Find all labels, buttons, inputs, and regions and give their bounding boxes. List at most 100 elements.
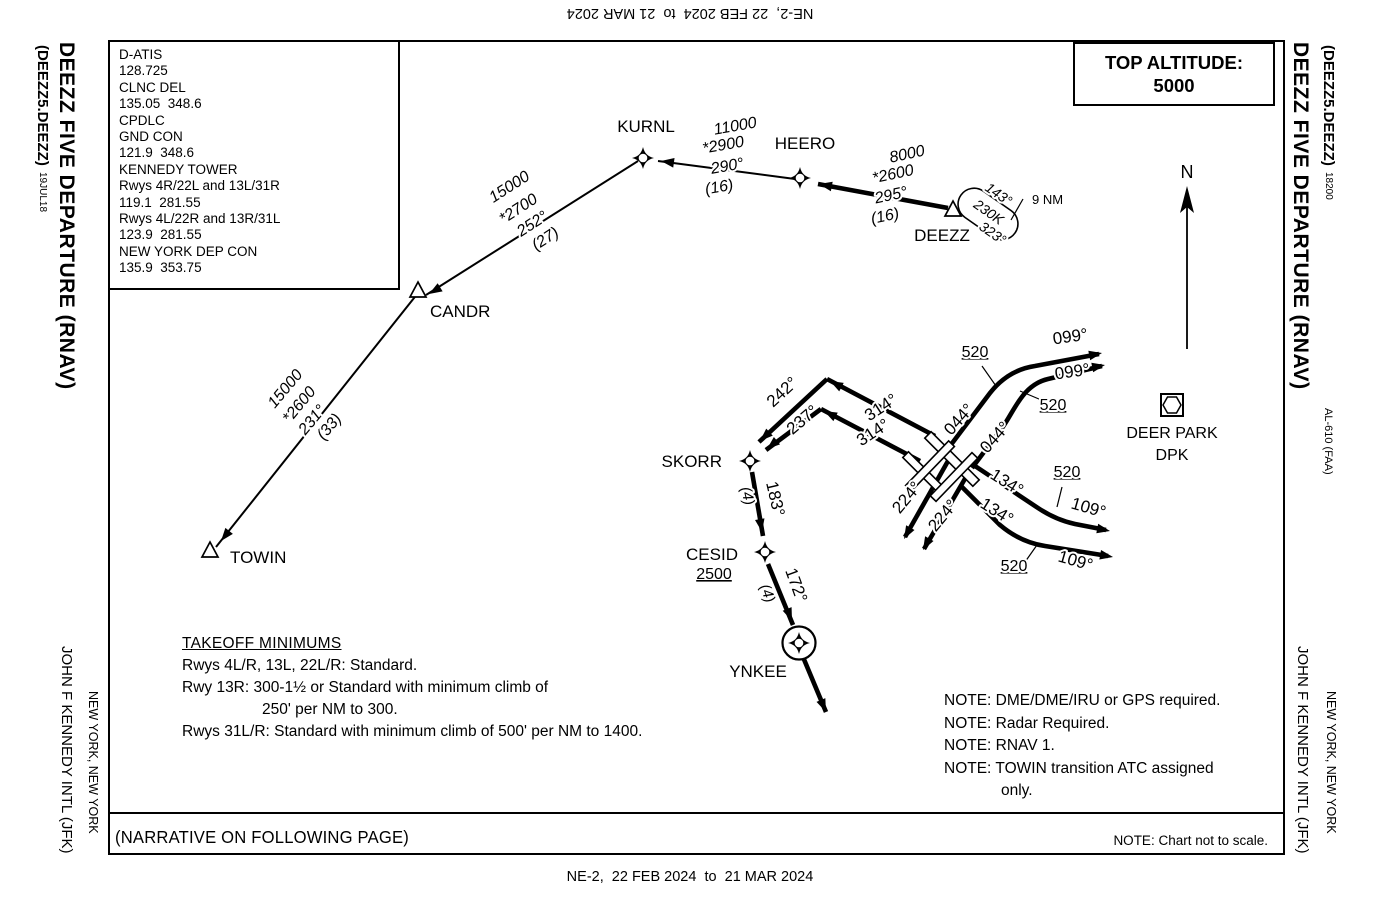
left-procedure-code: (DEEZZ5.DEEZZ) [34,45,51,166]
not-to-scale-note: NOTE: Chart not to scale. [1113,833,1268,848]
hold-leg-length: 9 NM [1032,192,1063,207]
kurnl-leg-alt-min: *2900 [701,134,745,158]
heading-224-2: 224° [924,496,961,535]
comm-line: 119.1 281.55 [119,194,201,210]
comm-line: KENNEDY TOWER [119,161,238,177]
fix-label-ynkee: YNKEE [729,662,787,681]
arrowhead [782,607,792,621]
comm-line: Rwys 4R/22L and 13L/31R [119,178,280,194]
arrowhead [760,428,773,441]
left-margin-airport: JOHN F KENNEDY INTL (JFK) [58,646,75,854]
note-line: NOTE: Radar Required. [944,714,1110,732]
heero-leg-alt-min: *2600 [871,162,916,187]
left-date-code: 19JUL18 [37,171,48,212]
takeoff-minimums-line: 250' per NM to 300. [262,701,398,718]
min-alt-520-1: 520 [962,344,989,361]
arrowhead [767,436,781,449]
fix-label-towin: TOWIN [230,548,286,567]
note-line: NOTE: RNAV 1. [944,737,1055,754]
comm-line: NEW YORK DEP CON [119,243,258,259]
fix-label-kurnl: KURNL [617,117,675,136]
notes-block: NOTE: DME/DME/IRU or GPS required. NOTE:… [944,690,1220,803]
arrowhead [816,698,826,712]
arrowhead [824,411,838,422]
comm-line: 135.9 353.75 [119,260,202,276]
waypoint-star-icon [754,541,776,563]
leader-520-1 [981,365,997,387]
leg-deezz-heero [817,181,949,211]
fix-label-skorr: SKORR [662,452,722,471]
arrowhead [819,181,833,192]
arrowheads [221,158,1194,712]
deer-park-name: DEER PARK [1126,425,1218,442]
note-line-continuation: only. [1001,782,1033,799]
narrative-separator [108,812,1285,814]
track-224-2 [922,475,968,551]
fix-label-candr: CANDR [430,302,490,321]
leader-520-4 [1024,544,1038,563]
takeoff-minimums-line: Rwys 4L/R, 13L, 22L/R: Standard. [182,657,418,674]
top-altitude-value: 5000 [1153,75,1195,96]
waypoint-star-icon [789,167,811,189]
track-224-1 [902,459,951,539]
arrowhead [923,536,934,550]
north-arrowhead-icon [1180,186,1194,213]
runway-13l-31r [923,430,981,488]
comm-line: CLNC DEL [119,79,186,95]
heading-099-2: 099° [1053,360,1090,384]
dist-4-skorr-cesid: (4) [737,485,758,507]
left-margin-city: NEW YORK, NEW YORK [86,691,100,834]
right-chart-code: 18200 [1323,171,1334,200]
bottom-edge-date: NE-2, 22 FEB 2024 to 21 MAR 2024 [566,869,814,885]
runway-4r-22l [929,451,979,503]
right-margin-subtitle: (DEEZZ5.DEEZZ) 18200 [1320,45,1337,200]
leg-kurnl-candr [425,160,639,296]
note-line: NOTE: TOWIN transition ATC assigned [944,759,1214,777]
top-altitude-box: TOP ALTITUDE: 5000 [1073,42,1275,106]
arrowhead [661,158,675,168]
vor-dme-deer-park-icon [1160,393,1184,417]
track-134-109-2 [960,485,1109,559]
takeoff-minimums-line: Rwys 31L/R: Standard with minimum climb … [182,723,643,740]
flyover-waypoint-icon [781,625,817,661]
runway-4l-22r [904,439,956,493]
note-line: NOTE: DME/DME/IRU or GPS required. [944,692,1221,709]
waypoint-star-icon [632,147,654,169]
arrowhead [1091,362,1105,373]
track-314-2 [819,406,922,464]
arrowhead [1096,523,1110,534]
right-procedure-code: (DEEZZ5.DEEZZ) [1320,45,1337,166]
arrowhead [904,525,915,539]
takeoff-minimums-title: TAKEOFF MINIMUMS [182,635,342,652]
kurnl-leg-dist: (16) [704,177,735,199]
north-label: N [1181,162,1194,182]
cesid-min-altitude: 2500 [696,566,732,583]
fix-label-heero: HEERO [775,134,835,153]
leader-9nm [1010,198,1024,221]
fix-symbols [200,147,1184,661]
holding-pattern-labels: 143° 230K 323° 9 NM [968,177,1065,250]
heading-183: 183° [762,479,788,518]
min-alt-520-2: 520 [1040,397,1067,414]
right-margin-city: NEW YORK, NEW YORK [1324,691,1338,834]
narrative-note: (NARRATIVE ON FOLLOWING PAGE) [115,827,410,847]
comm-line: GND CON [119,129,183,145]
takeoff-minimums-line: Rwy 13R: 300-1½ or Standard with minimum… [182,679,549,696]
left-margin-title: DEEZZ FIVE DEPARTURE (RNAV) [55,42,78,390]
deer-park-id: DPK [1156,447,1189,464]
arrowhead [429,283,443,294]
heero-leg-course: 295° [872,184,909,208]
kurnl-leg-course: 290° [708,155,745,178]
leader-520-2 [1019,390,1047,403]
min-alt-520-4: 520 [1001,558,1028,575]
track-044-099-2 [970,363,1103,470]
right-al-code: AL-610 (FAA) [1322,408,1334,475]
arrowhead [221,527,233,541]
track-044-099-1 [948,351,1100,448]
arrowhead [755,518,765,532]
triangle-fix-candr-icon [408,280,428,298]
leg-data-labels: 11000 *2900 290° (16) 8000 *2600 295° (1… [263,112,929,445]
fix-label-cesid: CESID [686,545,738,564]
